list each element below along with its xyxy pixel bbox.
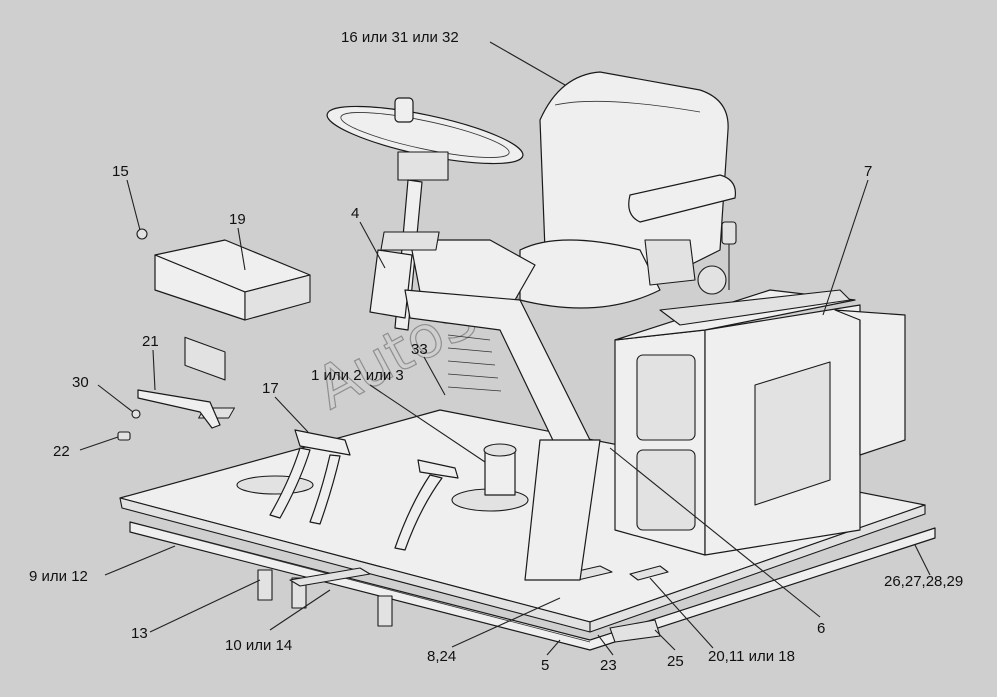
callout-25: 25 [667,653,684,670]
control-console [380,231,601,581]
floor-brackets [257,567,661,643]
callout-33: 33 [411,341,428,358]
callout-26: 26,27,28,29 [884,573,963,590]
callout-17: 17 [262,380,279,397]
steering-column [326,97,524,331]
bolt-22 [117,431,131,441]
callout-5: 5 [541,657,549,674]
console-vent [447,334,502,392]
washer-30 [131,409,141,419]
leader-lines [79,41,931,656]
callout-30: 30 [72,374,89,391]
callout-8: 8,24 [427,648,456,665]
callout-10: 10 или 14 [225,637,292,654]
battery-box [154,239,311,381]
callout-1: 1 или 2 или 3 [311,367,404,384]
callout-4: 4 [351,205,359,222]
operator-seat [519,71,737,309]
screw-15 [136,228,148,240]
callout-6: 6 [817,620,825,637]
callout-23: 23 [600,657,617,674]
callout-19: 19 [229,211,246,228]
callout-15: 15 [112,163,129,180]
callout-22: 22 [53,443,70,460]
callout-21: 21 [142,333,159,350]
callout-9: 9 или 12 [29,568,88,585]
callout-labels: 16 или 31 или 32 7 15 19 4 33 1 или 2 ил… [29,29,963,674]
floor-plate [119,407,936,651]
callout-7: 7 [864,163,872,180]
callout-13: 13 [131,625,148,642]
rod-21 [137,389,221,429]
pedal-assembly [269,429,459,551]
callout-20: 20,11 или 18 [708,648,795,665]
callout-16: 16 или 31 или 32 [341,29,459,46]
electrical-cabinet [614,289,906,556]
